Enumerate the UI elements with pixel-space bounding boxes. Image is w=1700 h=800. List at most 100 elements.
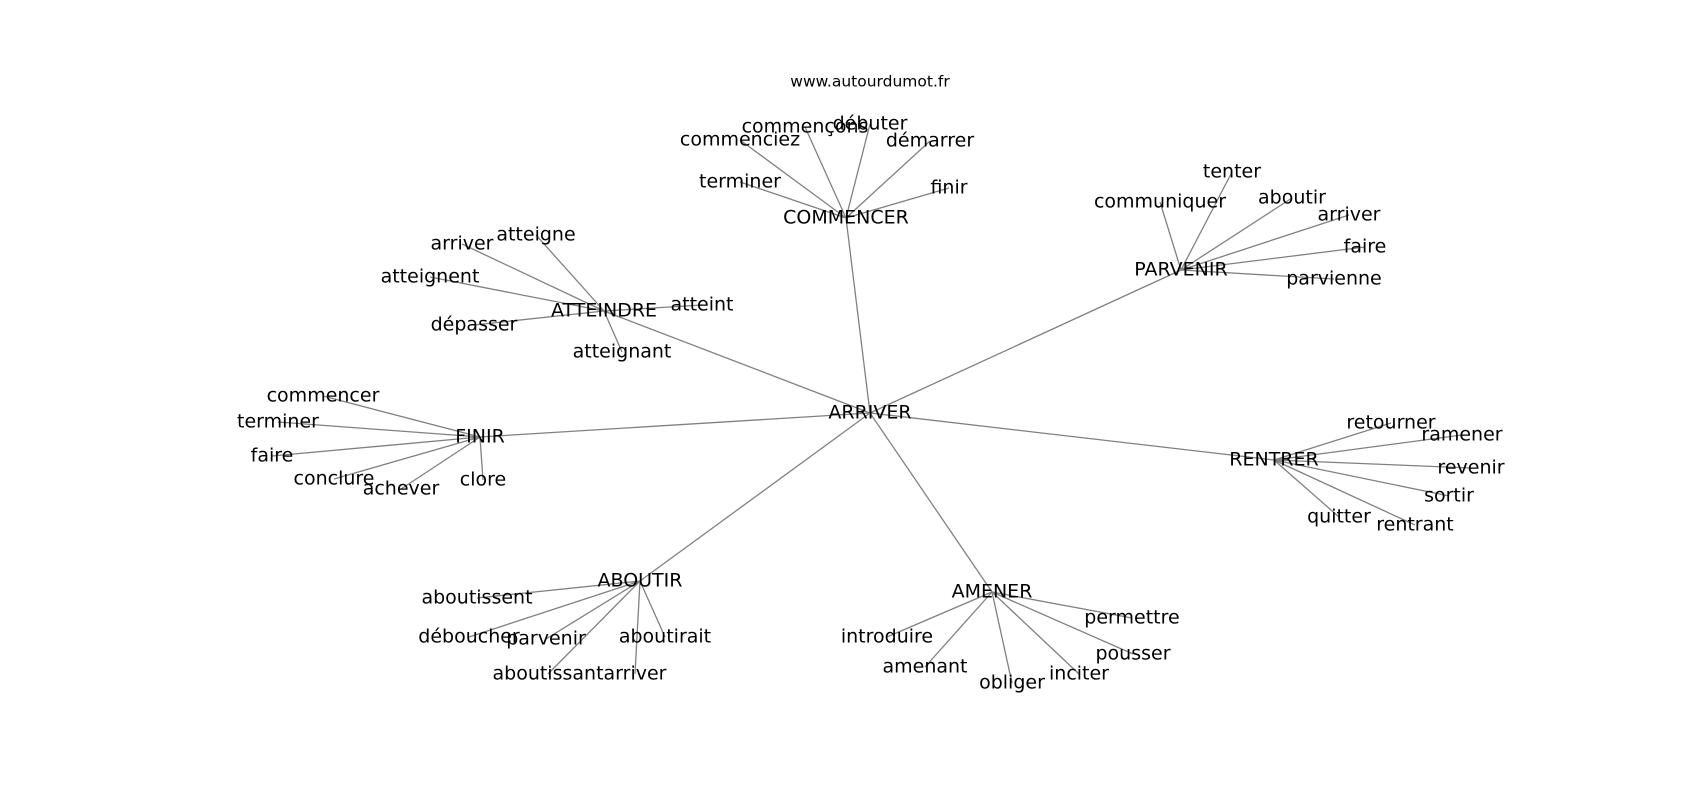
word-node: revenir bbox=[1437, 457, 1504, 479]
edge-hub-to-word bbox=[535, 234, 605, 312]
word-node: tenter bbox=[1203, 161, 1261, 183]
word-node: arriver bbox=[1318, 204, 1381, 226]
word-node: obliger bbox=[979, 672, 1045, 694]
word-node: commencer bbox=[267, 385, 380, 407]
word-node: aboutissant bbox=[492, 663, 603, 685]
edge-hub-to-word bbox=[429, 276, 605, 312]
edge-hub-to-word bbox=[1273, 459, 1472, 469]
edge-hub-to-word bbox=[333, 436, 481, 480]
word-node: aboutirait bbox=[619, 626, 711, 648]
hub-node: ATTEINDRE bbox=[551, 300, 657, 322]
edge-hub-to-word bbox=[991, 591, 1080, 675]
edge-hub-to-word bbox=[1180, 214, 1350, 271]
hub-node: FINIR bbox=[455, 426, 505, 448]
edge-center-to-hub bbox=[869, 269, 1182, 414]
word-node: conclure bbox=[294, 468, 375, 490]
word-node: dépasser bbox=[431, 314, 518, 336]
word-node: ramener bbox=[1421, 424, 1502, 446]
edge-hub-to-word bbox=[1159, 201, 1182, 271]
word-node: atteint bbox=[670, 294, 733, 316]
edge-hub-to-word bbox=[1180, 197, 1293, 271]
edge-center-to-hub bbox=[479, 412, 871, 438]
word-node: introduire bbox=[841, 626, 933, 648]
edge-hub-to-word bbox=[1273, 459, 1450, 497]
word-node: atteignent bbox=[381, 266, 480, 288]
edge-hub-to-word bbox=[991, 591, 1134, 655]
edge-hub-to-word bbox=[924, 591, 993, 668]
edge-layer bbox=[271, 123, 1472, 684]
edge-hub-to-word bbox=[1180, 171, 1233, 271]
edge-hub-to-word bbox=[400, 436, 481, 490]
edge-hub-to-word bbox=[1180, 246, 1366, 271]
word-node: terminer bbox=[237, 411, 319, 433]
edge-center-to-hub bbox=[639, 412, 871, 582]
edge-hub-to-word bbox=[991, 591, 1133, 619]
word-node: parvenir bbox=[506, 628, 586, 650]
edge-center-to-hub bbox=[869, 412, 993, 593]
center-node: ARRIVER bbox=[828, 402, 911, 424]
edge-hub-to-word bbox=[845, 123, 871, 219]
edge-hub-to-word bbox=[603, 310, 623, 353]
hub-node: COMMENCER bbox=[783, 207, 909, 229]
word-node: pousser bbox=[1095, 643, 1170, 665]
word-node: terminer bbox=[699, 171, 781, 193]
word-node: amenant bbox=[882, 656, 967, 678]
word-node: déboucher bbox=[418, 626, 520, 648]
edge-hub-to-word bbox=[322, 395, 481, 438]
edge-hub-to-word bbox=[739, 181, 847, 219]
word-node: arriver bbox=[604, 663, 667, 685]
edge-hub-to-word bbox=[1273, 459, 1340, 518]
edge-hub-to-word bbox=[1273, 422, 1392, 461]
edge-hub-to-word bbox=[476, 580, 641, 599]
word-node: démarrer bbox=[886, 130, 974, 152]
word-node: quitter bbox=[1307, 506, 1371, 528]
edge-hub-to-word bbox=[991, 591, 1013, 684]
word-node: commenciez bbox=[680, 129, 800, 151]
edge-hub-to-word bbox=[639, 580, 666, 638]
word-node: arriver bbox=[431, 233, 494, 255]
edge-hub-to-word bbox=[1273, 459, 1416, 526]
word-node: finir bbox=[930, 177, 967, 199]
word-node: permettre bbox=[1084, 607, 1179, 629]
word-node: commençons bbox=[742, 116, 869, 138]
edge-center-to-hub bbox=[869, 412, 1275, 461]
edge-hub-to-word bbox=[473, 310, 605, 326]
edge-hub-to-word bbox=[886, 591, 993, 638]
word-node: atteigne bbox=[496, 224, 575, 246]
word-node: clore bbox=[460, 469, 506, 491]
edge-hub-to-word bbox=[845, 187, 950, 219]
edge-hub-to-word bbox=[461, 243, 605, 312]
word-node: communiquer bbox=[1094, 191, 1226, 213]
word-node: sortir bbox=[1424, 485, 1474, 507]
word-node: parvienne bbox=[1286, 268, 1382, 290]
hub-node: ABOUTIR bbox=[598, 570, 683, 592]
edge-hub-to-word bbox=[468, 580, 641, 638]
word-node: aboutissent bbox=[421, 587, 532, 609]
word-node: aboutir bbox=[1258, 187, 1326, 209]
word-node: achever bbox=[363, 478, 440, 500]
hub-node: RENTRER bbox=[1229, 449, 1318, 471]
edge-hub-to-word bbox=[845, 140, 931, 219]
word-node: faire bbox=[251, 445, 294, 467]
word-node: débuter bbox=[833, 113, 908, 135]
hub-node: PARVENIR bbox=[1134, 259, 1227, 281]
edge-hub-to-word bbox=[739, 139, 847, 219]
word-node: rentrant bbox=[1376, 514, 1454, 536]
edge-hub-to-word bbox=[277, 421, 481, 438]
label-layer: ARRIVER COMMENCER commenciezcommençonsdébu… bbox=[237, 113, 1505, 694]
edge-hub-to-word bbox=[603, 304, 703, 312]
edge-hub-to-word bbox=[271, 436, 481, 457]
edge-hub-to-word bbox=[479, 436, 484, 481]
word-node: faire bbox=[1344, 236, 1387, 258]
edge-center-to-hub bbox=[603, 310, 871, 414]
edge-hub-to-word bbox=[547, 580, 641, 675]
edge-hub-to-word bbox=[634, 580, 641, 675]
edge-hub-to-word bbox=[1180, 269, 1335, 280]
edge-hub-to-word bbox=[804, 126, 847, 219]
word-node: inciter bbox=[1049, 663, 1109, 685]
edge-hub-to-word bbox=[545, 580, 641, 640]
word-node: atteignant bbox=[573, 341, 672, 363]
edge-hub-to-word bbox=[1273, 434, 1463, 461]
edge-center-to-hub bbox=[845, 217, 871, 414]
